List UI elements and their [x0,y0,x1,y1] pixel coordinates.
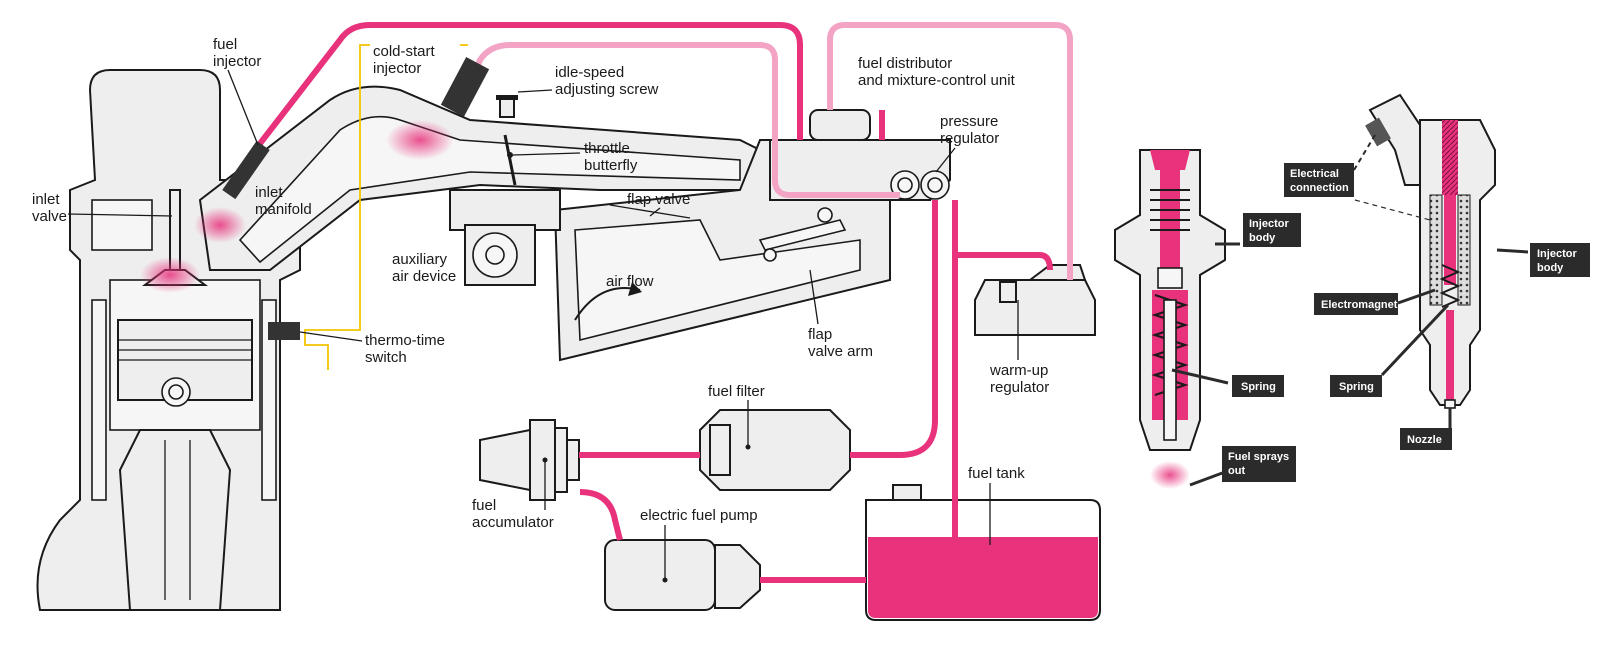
auxiliary-air-device [449,189,561,286]
electric-fuel-pump [604,539,761,611]
flap-valve-arm [758,219,847,251]
fuel-tank [865,484,1101,621]
svg-text:Spring: Spring [1339,381,1374,393]
thermo-time-switch [268,322,300,340]
svg-text:Spring: Spring [1241,381,1276,393]
svg-text:Electromagnet: Electromagnet [1321,299,1398,311]
fuel-filter [699,409,851,491]
label-fuel-filter: fuel filter [708,383,765,400]
label-electric-fuel-pump: electric fuel pump [640,507,758,524]
fuel-accumulator [479,419,580,501]
fuel-lines [252,22,1073,583]
label-air-flow: air flow [606,273,654,290]
warm-up-regulator [974,264,1096,336]
fuel-injector [194,140,270,243]
svg-text:Nozzle: Nozzle [1407,434,1442,446]
electronic-injector [1365,93,1496,409]
label-fuel-tank: fuel tank [968,465,1025,482]
mechanical-injector [1114,149,1226,489]
engine-block [36,69,761,611]
connecting-rod [118,429,232,611]
thermo-time-wiring [304,44,370,370]
fuel-distributor [769,109,951,201]
throttle-butterfly [503,134,517,186]
label-flap-valve: flap valve [627,191,690,208]
cold-start-injector [386,57,490,160]
